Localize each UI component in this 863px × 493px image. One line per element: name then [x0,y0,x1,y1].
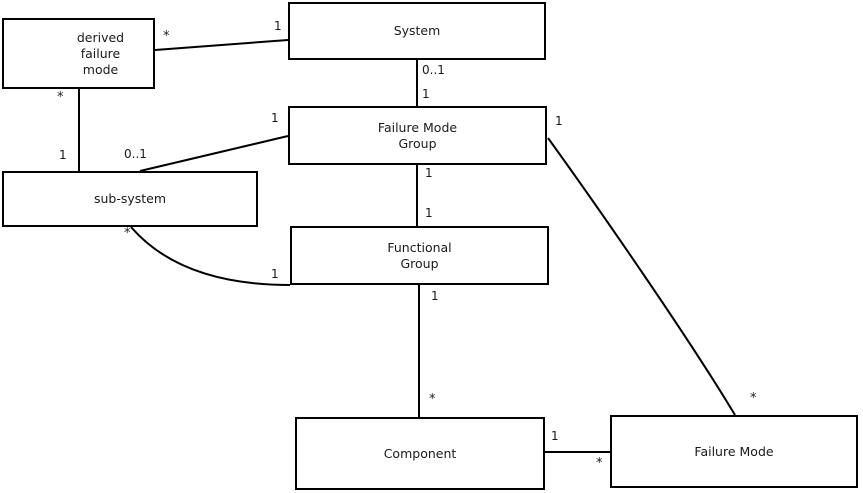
class-name-failure-mode-group: Failure Mode Group [377,119,458,151]
class-name-failure-mode: Failure Mode [694,443,774,459]
class-name-derived-failure-mode: derived failure mode [76,29,125,77]
class-name-sub-system: sub-system [93,191,167,206]
multiplicity-label-derived-failure-mode--system-1: 1 [274,19,282,33]
multiplicity-label-component--failure-mode-1: * [596,456,603,471]
multiplicity-label-system--failure-mode-group-1: 1 [422,87,430,101]
association-sub-system--functional-group [130,226,291,286]
class-name-system: System [393,23,441,38]
multiplicity-label-derived-failure-mode--sub-system-1: 1 [59,148,67,162]
multiplicity-label-system--failure-mode-group-0: 0..1 [422,63,445,77]
multiplicity-label-failure-mode-group--functional-group-1: 1 [425,206,433,220]
multiplicity-label-functional-group--component-0: 1 [431,289,439,303]
class-box-failure-mode[interactable]: Failure Mode [610,415,858,488]
multiplicity-label-sub-system--failure-mode-group-1: 1 [271,111,279,125]
class-box-failure-mode-group[interactable]: Failure Mode Group [288,106,547,165]
multiplicity-label-component--failure-mode-0: 1 [551,429,559,443]
association-failure-mode-group--failure-mode [547,137,736,416]
class-box-component[interactable]: Component [295,417,545,490]
multiplicity-label-derived-failure-mode--system-0: * [163,29,170,44]
multiplicity-label-failure-mode-group--failure-mode-0: 1 [555,114,563,128]
association-sub-system--failure-mode-group [139,135,289,172]
multiplicity-label-sub-system--failure-mode-group-0: 0..1 [124,147,147,161]
class-name-component: Component [383,445,457,461]
multiplicity-label-sub-system--functional-group-1: 1 [271,267,279,281]
class-box-sub-system[interactable]: sub-system [2,171,258,227]
class-name-functional-group: Functional Group [387,239,452,271]
class-box-functional-group[interactable]: Functional Group [290,226,549,285]
class-box-derived-failure-mode[interactable]: derived failure mode [2,18,155,89]
multiplicity-label-sub-system--functional-group-0: * [124,226,131,241]
multiplicity-label-failure-mode-group--functional-group-0: 1 [425,166,433,180]
association-derived-failure-mode--system [154,39,289,51]
multiplicity-label-derived-failure-mode--sub-system-0: * [57,90,64,105]
class-box-system[interactable]: System [288,2,546,60]
multiplicity-label-functional-group--component-1: * [429,392,436,407]
multiplicity-label-failure-mode-group--failure-mode-1: * [750,391,757,406]
